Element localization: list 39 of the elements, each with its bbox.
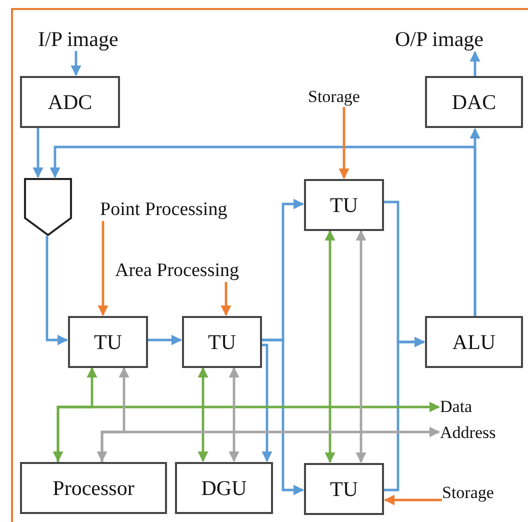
block-box: TU	[304, 179, 384, 231]
arrow	[198, 366, 208, 462]
arrow	[98, 221, 108, 316]
block-box: ALU	[425, 316, 523, 368]
arrow	[100, 426, 440, 462]
block-box: TU	[304, 463, 384, 515]
signal-label: Storage	[442, 484, 494, 503]
arrow	[32, 128, 44, 178]
block-box: Processor	[20, 462, 167, 514]
arrow	[228, 366, 240, 462]
arrow	[384, 494, 442, 506]
block-box: TU	[68, 316, 148, 368]
signal-label: Area Processing	[115, 261, 239, 282]
arrow	[50, 146, 476, 316]
signal-label: I/P image	[38, 28, 118, 52]
pentagon-shape	[24, 178, 72, 236]
block-box: DGU	[175, 462, 273, 514]
arrow	[96, 366, 130, 462]
arrow	[384, 336, 426, 492]
signal-label: Address	[440, 424, 496, 443]
arrow	[220, 282, 232, 316]
arrow	[46, 236, 68, 346]
signal-label: O/P image	[395, 28, 484, 52]
arrow	[70, 51, 82, 76]
arrow	[338, 107, 350, 180]
block-box: ADC	[20, 76, 120, 128]
arrow	[324, 230, 336, 464]
arrow	[262, 338, 304, 496]
block-box: TU	[182, 316, 262, 368]
block-box: DAC	[425, 76, 523, 128]
arrow	[148, 334, 182, 346]
arrow	[356, 230, 366, 464]
arrow	[262, 344, 272, 462]
arrow	[56, 402, 440, 462]
signal-label: Storage	[308, 88, 360, 107]
arrow	[52, 366, 98, 462]
signal-label: Point Processing	[100, 200, 228, 221]
arrow	[470, 50, 480, 76]
signal-label: Data	[440, 398, 472, 417]
